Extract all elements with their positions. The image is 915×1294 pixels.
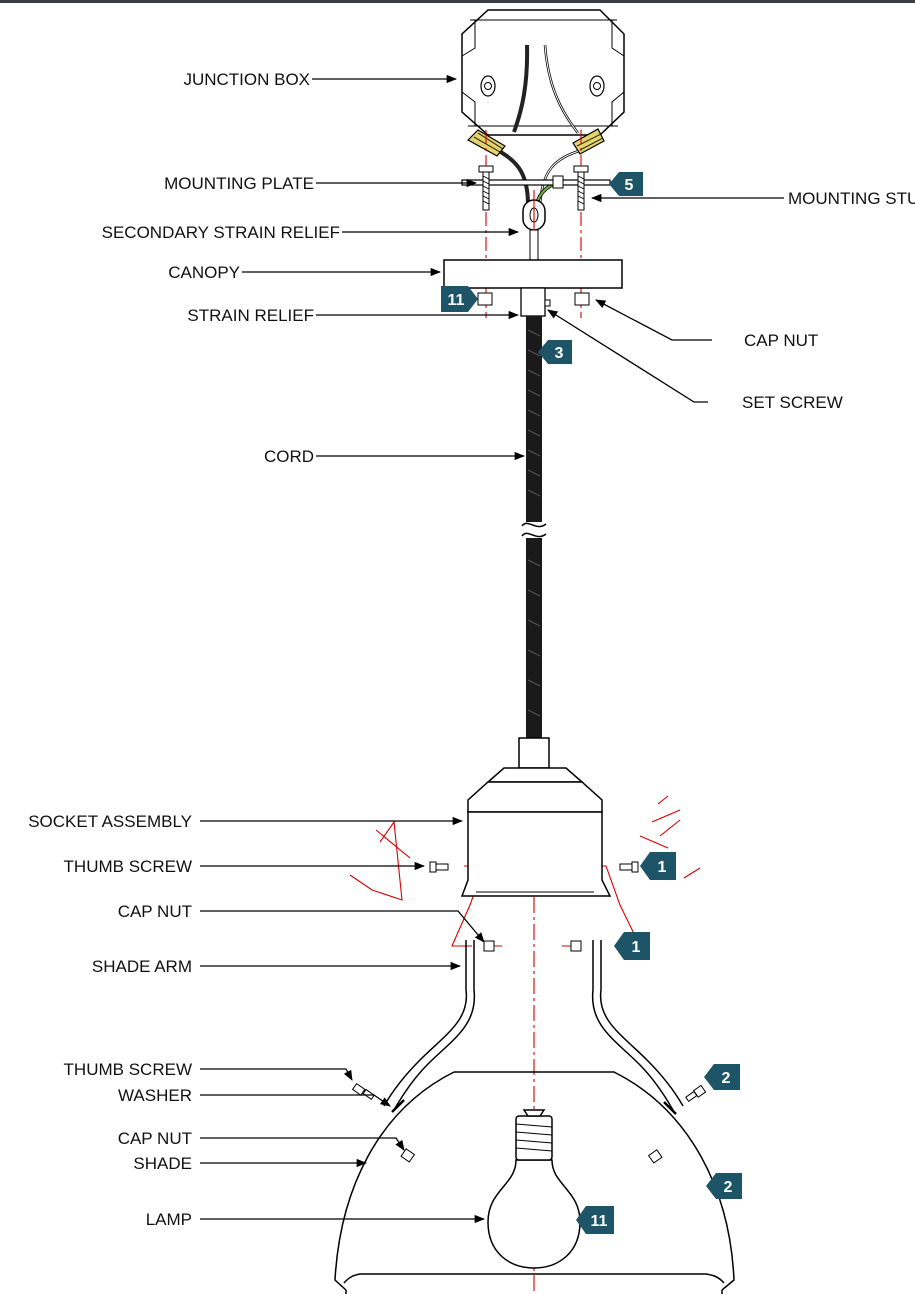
label-cap-nut-lower: CAP NUT (118, 1129, 192, 1148)
step-badge-cord: 3 (538, 340, 572, 364)
label-strain-relief: STRAIN RELIEF (187, 306, 314, 325)
label-cord: CORD (264, 447, 314, 466)
thumb-screw-lower-right (685, 1084, 707, 1103)
shade-arm (383, 940, 684, 1111)
svg-text:11: 11 (591, 1213, 608, 1230)
shade (334, 1071, 735, 1294)
label-thumb-screw-upper: THUMB SCREW (64, 857, 192, 876)
cap-nut-arm-right (570, 940, 582, 952)
svg-text:2: 2 (722, 1070, 731, 1087)
cap-nut-left (477, 292, 493, 306)
label-junction-box: JUNCTION BOX (183, 70, 310, 89)
strain-relief (520, 287, 551, 317)
label-cap-nut-upper: CAP NUT (118, 902, 192, 921)
cap-nut-lower-left (400, 1148, 416, 1163)
svg-text:1: 1 (632, 939, 641, 956)
label-mounting-plate: MOUNTING PLATE (164, 174, 314, 193)
mounting-stud-right (573, 165, 589, 211)
step-badge-lamp: 11 (576, 1206, 614, 1234)
cord (521, 316, 547, 738)
label-shade-arm: SHADE ARM (92, 957, 192, 976)
svg-text:11: 11 (448, 292, 465, 309)
svg-text:2: 2 (724, 1179, 733, 1196)
label-mounting-stud: MOUNTING STUD (788, 189, 915, 208)
svg-text:1: 1 (658, 859, 667, 876)
cap-nut-arm-left (483, 940, 495, 952)
label-lamp: LAMP (146, 1210, 192, 1229)
step-badge-shade-arm: 1 (614, 932, 650, 960)
label-thumb-screw-lower: THUMB SCREW (64, 1060, 192, 1079)
thumb-screw-upper-right (619, 861, 639, 873)
label-canopy: CANOPY (168, 263, 240, 282)
label-shade: SHADE (133, 1154, 192, 1173)
label-washer: WASHER (118, 1086, 192, 1105)
svg-text:5: 5 (625, 177, 634, 194)
label-set-screw: SET SCREW (742, 393, 843, 412)
label-socket-assembly: SOCKET ASSEMBLY (28, 812, 192, 831)
step-badge-shade-screw: 2 (704, 1064, 740, 1090)
canopy (443, 259, 623, 289)
step-badge-mounting-plate: 5 (609, 172, 643, 196)
leader-lines (200, 74, 784, 1224)
socket-assembly (460, 737, 612, 897)
cap-nut-right (574, 292, 590, 306)
label-secondary-strain-relief: SECONDARY STRAIN RELIEF (102, 223, 340, 242)
step-badge-shade: 2 (706, 1173, 742, 1199)
wire-nut-right (572, 128, 605, 155)
washer-right (663, 1101, 677, 1115)
junction-box (461, 9, 625, 136)
step-badge-thumb-screw: 1 (640, 852, 676, 880)
washer-left (391, 1099, 405, 1113)
top-rule (0, 0, 915, 3)
step-badge-canopy: 11 (441, 286, 478, 312)
svg-text:3: 3 (555, 345, 564, 362)
thumb-screw-upper-left (429, 861, 449, 873)
cap-nut-lower-right (647, 1149, 663, 1164)
thumb-screw-lower-left (351, 1082, 375, 1101)
label-cap-nut-top: CAP NUT (744, 331, 818, 350)
lamp (487, 1109, 581, 1269)
mounting-stud-left (478, 165, 494, 211)
